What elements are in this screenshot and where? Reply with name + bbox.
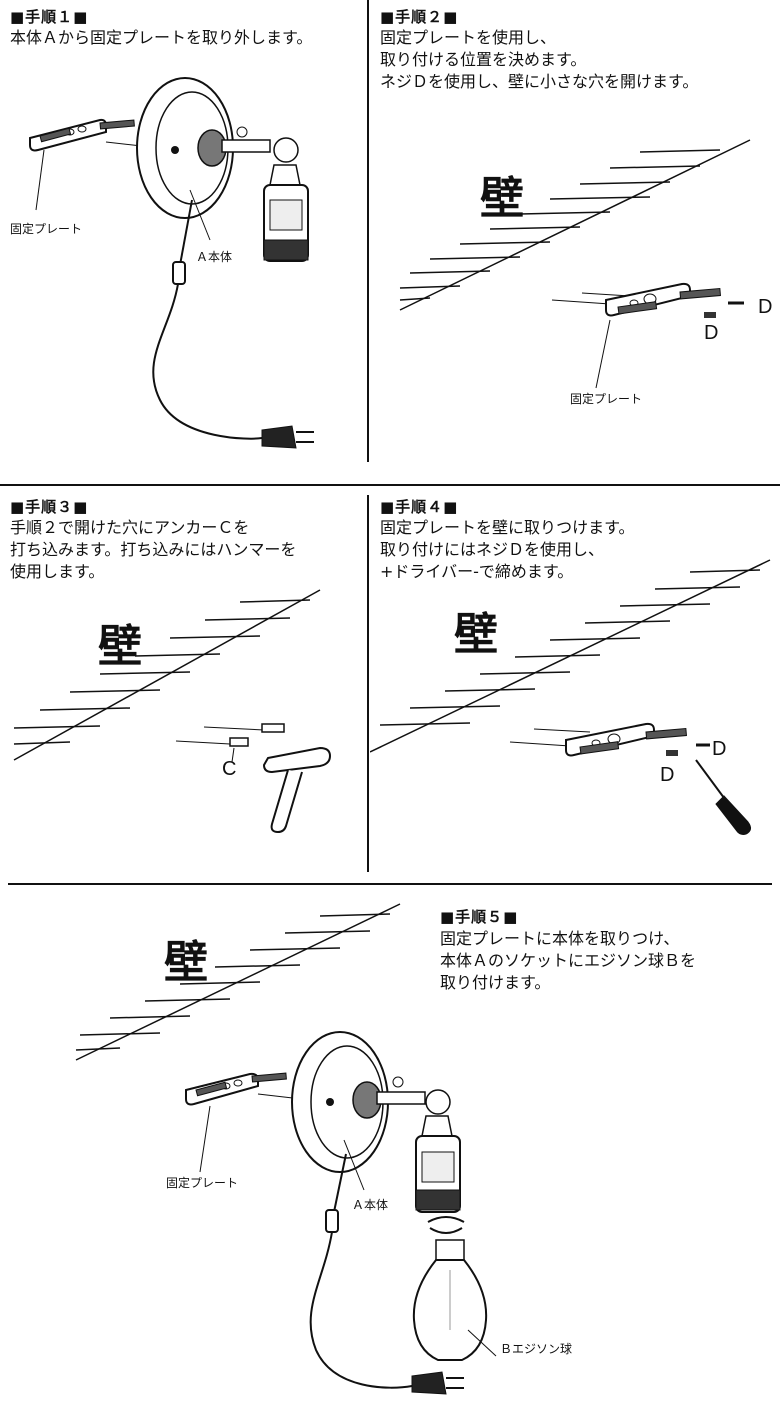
step-2-illustration — [399, 139, 751, 389]
fixing-plate-icon — [551, 282, 744, 389]
step-2-screw-d-right: D — [758, 296, 773, 318]
step-4-title: ■手順４■ — [380, 498, 459, 516]
step-5: ■手順５■ 固定プレートに本体を取りつけ、 本体Ａのソケットにエジソン球Ｂを 取… — [0, 890, 780, 1409]
fixing-plate-icon — [29, 118, 161, 152]
step-2-title: ■手順２■ — [380, 8, 459, 26]
step-1-body-label: Ａ本体 — [196, 250, 233, 264]
step-5-bulb-label: Ｂエジソン球 — [500, 1342, 573, 1356]
step-5-body-label: Ａ本体 — [352, 1198, 389, 1212]
rotate-arrow-icon — [427, 1216, 465, 1234]
fixing-plate-icon — [185, 1072, 311, 1173]
step-5-instructions: 固定プレートに本体を取りつけ、 本体Ａのソケットにエジソン球Ｂを 取り付けます。 — [440, 929, 697, 992]
step-5-plate-label: 固定プレート — [166, 1176, 239, 1190]
step-3-illustration — [13, 589, 332, 834]
edison-bulb-icon — [412, 1239, 497, 1361]
step-2-instructions: 固定プレートを使用し、 取り付ける位置を決めます。 ネジＤを使用し、壁に小さな穴… — [380, 28, 699, 91]
step-2-wall-label: 壁 — [480, 173, 524, 224]
step-4-screw-d-right: D — [712, 738, 727, 760]
step-2: ■手順２■ 固定プレートを使用し、 取り付ける位置を決めます。 ネジＤを使用し、… — [370, 0, 780, 470]
wall-hatching-icon — [13, 589, 321, 761]
step-3-anchor-c-label: C — [222, 758, 237, 780]
step-2-screw-d-below: D — [704, 322, 719, 344]
step-4-instructions: 固定プレートを壁に取りつけます。 取り付けにはネジＤを使用し、 +ドライバー-で… — [380, 518, 635, 581]
step-4: ■手順４■ 固定プレートを壁に取りつけます。 取り付けにはネジＤを使用し、 +ド… — [370, 490, 780, 880]
hammer-icon — [262, 746, 332, 834]
step-5-illustration — [75, 903, 497, 1395]
wall-hatching-icon — [75, 903, 401, 1061]
step-1-plate-label: 固定プレート — [10, 222, 83, 236]
lamp-body-icon — [136, 77, 314, 449]
lamp-body-icon — [291, 1031, 464, 1395]
step-2-plate-label: 固定プレート — [570, 392, 643, 406]
step-3: ■手順３■ 手順２で開けた穴にアンカーＣを 打ち込みます。打ち込みにはハンマーを… — [0, 490, 368, 880]
wall-hatching-icon — [399, 139, 751, 311]
step-4-wall-label: 壁 — [454, 609, 498, 660]
step-1-illustration — [29, 77, 314, 449]
step-1-instructions: 本体Ａから固定プレートを取り外します。 — [10, 28, 313, 47]
step-3-wall-label: 壁 — [98, 621, 142, 672]
step-3-title: ■手順３■ — [10, 498, 89, 516]
screwdriver-icon — [695, 759, 752, 835]
step-4-illustration — [370, 559, 771, 835]
step-1: ■手順１■ 本体Ａから固定プレートを取り外します。 — [0, 0, 368, 470]
step-5-wall-label: 壁 — [164, 937, 208, 988]
wall-hatching-icon — [370, 559, 771, 753]
fixing-plate-icon — [509, 722, 710, 757]
step-1-title: ■手順１■ — [10, 8, 89, 26]
step-3-instructions: 手順２で開けた穴にアンカーＣを 打ち込みます。打ち込みにはハンマーを 使用します… — [10, 518, 297, 581]
anchor-icon — [175, 723, 285, 763]
step-4-screw-d-below: D — [660, 764, 675, 786]
step-5-title: ■手順５■ — [440, 908, 519, 926]
